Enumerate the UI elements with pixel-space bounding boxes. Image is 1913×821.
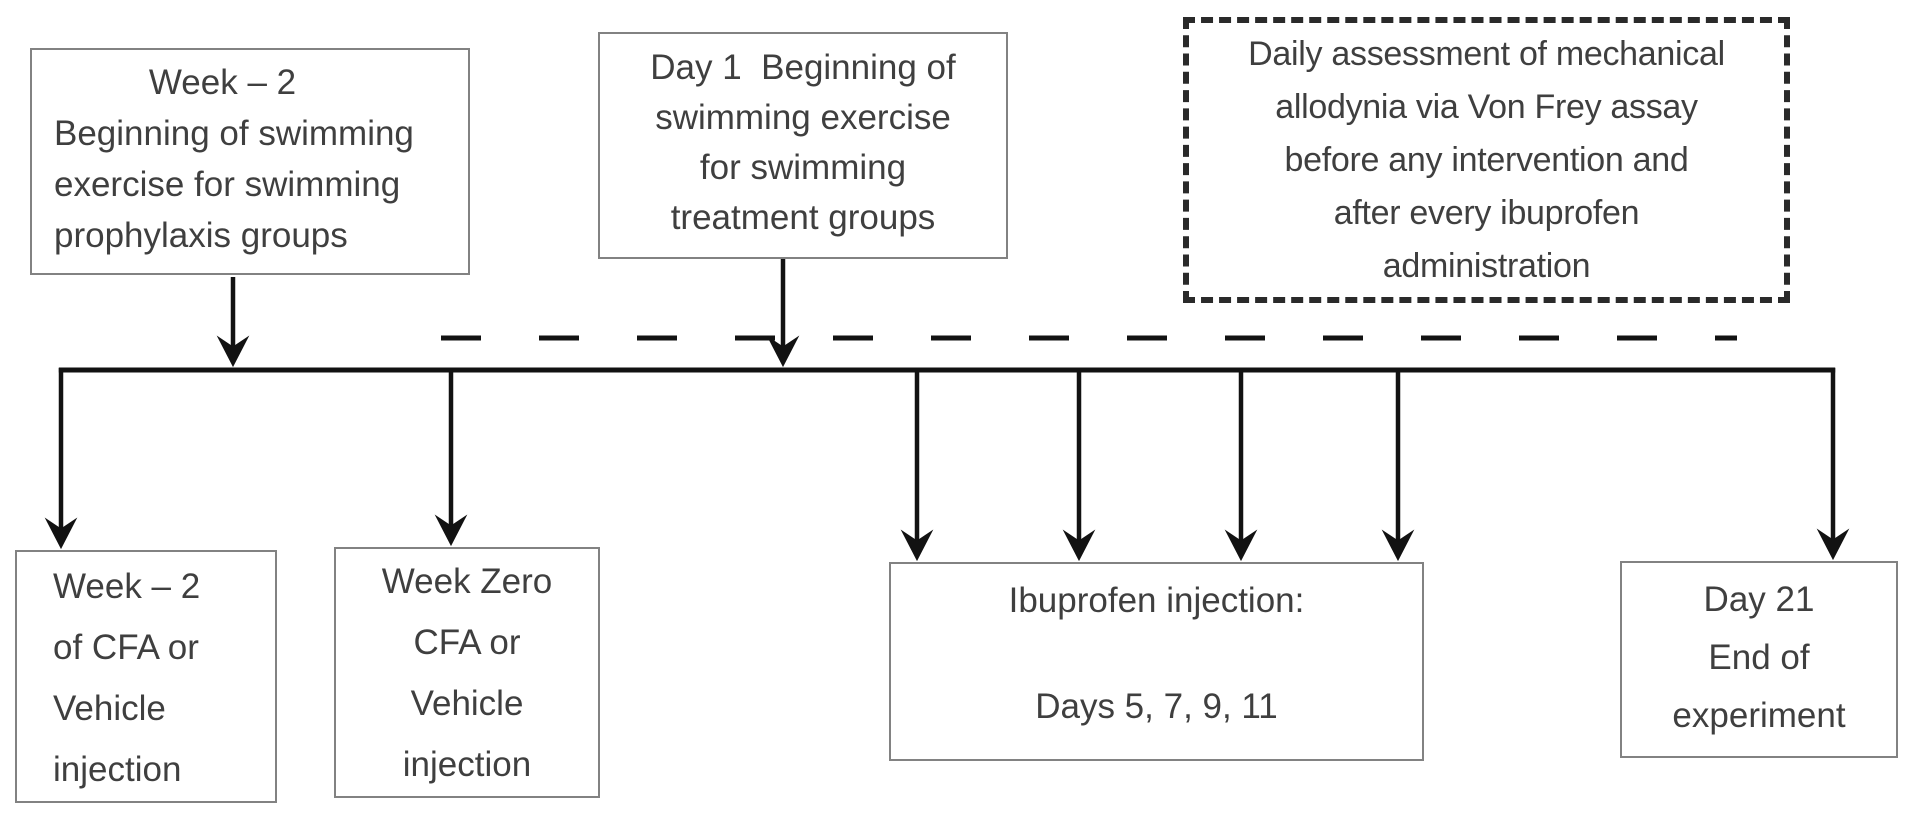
box-swimming-treatment: Day 1 Beginning of swimming exercise for… <box>598 32 1008 259</box>
arrow-ibuprofen-day9 <box>1224 368 1258 562</box>
box-daily-assessment: Daily assessment of mechanical allodynia… <box>1183 17 1790 303</box>
box-swimming-treatment-line: for swimming <box>699 148 907 187</box>
box-daily-assessment-line: Daily assessment of mechanical <box>1248 35 1725 73</box>
box-day21-end-line: Day 21 <box>1703 580 1815 619</box>
arrow-ibuprofen-day11 <box>1381 368 1415 562</box>
box-ibuprofen-injection: Ibuprofen injection: Days 5, 7, 9, 11 <box>889 562 1424 761</box>
arrow-to-day21 <box>1816 368 1850 561</box>
box-week-minus2-cfa-line: Week – 2 <box>53 567 201 606</box>
box-week-zero-cfa: Week Zero CFA or Vehicle injection <box>334 547 600 798</box>
box-week-minus2-cfa: Week – 2 of CFA or Vehicle injection <box>15 550 277 803</box>
arrow-ibuprofen-day7 <box>1062 368 1096 562</box>
arrow-prophylaxis-to-timeline <box>216 277 250 368</box>
box-week-minus2-cfa-line: injection <box>53 750 182 789</box>
box-swimming-prophylaxis-line: prophylaxis groups <box>54 216 348 255</box>
box-swimming-treatment-line: swimming exercise <box>655 98 951 137</box>
arrow-to-week-zero-cfa <box>434 368 468 547</box>
box-day21-end: Day 21 End of experiment <box>1620 561 1898 758</box>
box-ibuprofen-injection-line <box>891 626 1422 682</box>
box-swimming-prophylaxis-line: exercise for swimming <box>54 165 401 204</box>
box-swimming-treatment-line: treatment groups <box>670 198 936 237</box>
box-daily-assessment-line: administration <box>1382 247 1591 285</box>
box-week-zero-cfa-line: Week Zero <box>381 562 553 601</box>
box-week-minus2-cfa-line: of CFA or <box>53 628 199 667</box>
box-swimming-treatment-line: Day 1 Beginning of <box>650 48 956 87</box>
box-week-minus2-cfa-line: Vehicle <box>53 689 166 728</box>
box-week-zero-cfa-line: injection <box>402 745 532 784</box>
arrow-treatment-to-timeline <box>766 258 800 368</box>
box-week-zero-cfa-line: Vehicle <box>410 684 524 723</box>
box-daily-assessment-line: before any intervention and <box>1284 141 1689 179</box>
box-day21-end-line: End of <box>1708 638 1810 677</box>
box-week-zero-cfa-line: CFA or <box>413 623 521 662</box>
box-daily-assessment-line: allodynia via Von Frey assay <box>1275 88 1698 126</box>
box-swimming-prophylaxis: Week – 2 Beginning of swimming exercise … <box>30 48 470 275</box>
box-swimming-prophylaxis-line: Beginning of swimming <box>54 114 414 153</box>
arrow-ibuprofen-day5 <box>900 368 934 562</box>
box-ibuprofen-injection-line: Ibuprofen injection: <box>1008 581 1305 620</box>
arrow-to-week-minus2-cfa <box>44 368 78 550</box>
box-swimming-prophylaxis-line: Week – 2 <box>148 63 297 102</box>
box-day21-end-line: experiment <box>1672 696 1846 735</box>
box-daily-assessment-line: after every ibuprofen <box>1333 194 1640 232</box>
box-ibuprofen-injection-line: Days 5, 7, 9, 11 <box>1035 687 1278 726</box>
